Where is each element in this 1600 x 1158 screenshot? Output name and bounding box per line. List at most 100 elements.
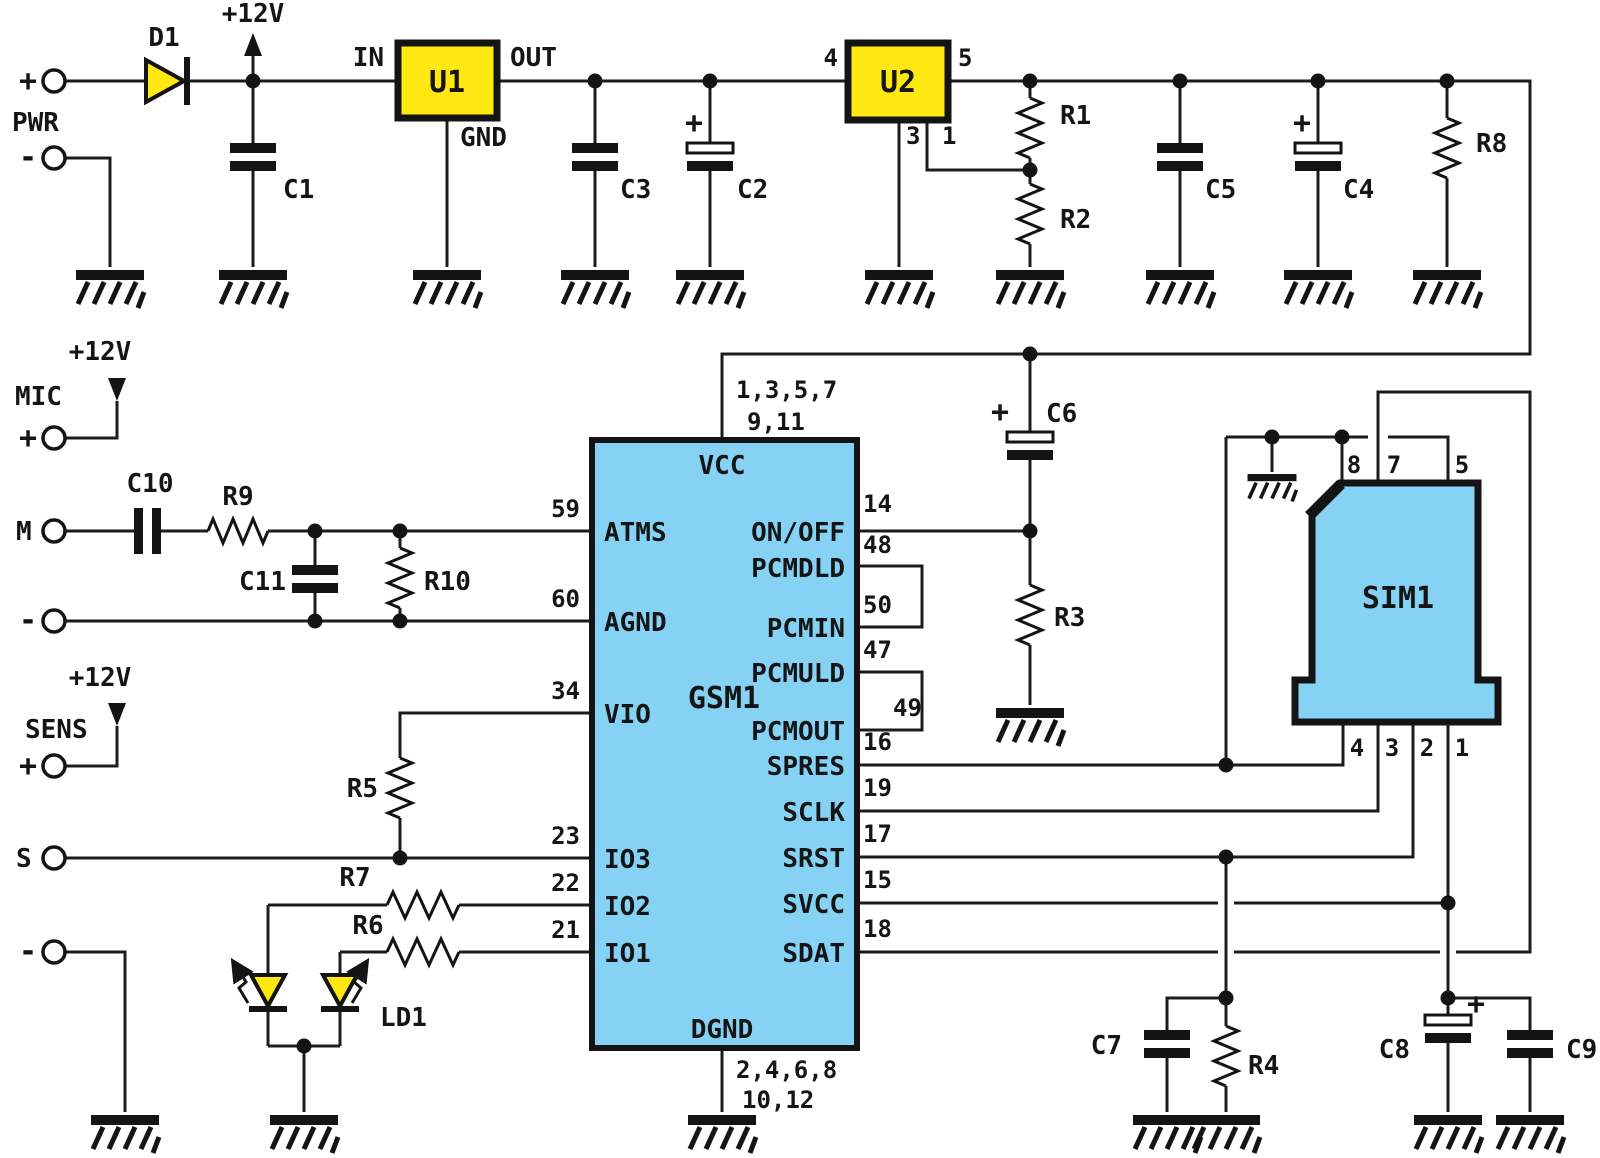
label-r7: R7	[339, 863, 370, 893]
capacitor-c5	[1157, 143, 1203, 171]
label-c4: C4	[1343, 175, 1374, 205]
terminal-sens-plus	[41, 753, 67, 779]
label-u2-pin5: 5	[958, 44, 972, 72]
pin-num-14: 14	[863, 490, 892, 518]
label-ld1: LD1	[380, 1003, 427, 1033]
ground-icon	[1192, 1115, 1260, 1153]
ground-icon	[76, 270, 144, 308]
label-gsm-vcc-pins-a: 1,3,5,7	[736, 376, 837, 404]
label-r5: R5	[347, 774, 378, 804]
diode-d1	[144, 56, 190, 106]
label-c10: C10	[127, 469, 174, 499]
label-c7: C7	[1091, 1031, 1122, 1061]
ground-icon	[996, 708, 1064, 746]
label-r9: R9	[222, 482, 253, 512]
resistor-r8	[1431, 116, 1463, 180]
pin-name-vio: VIO	[604, 700, 651, 730]
capacitor-c11	[292, 565, 338, 593]
label-u1-in: IN	[353, 43, 384, 73]
label-12v-sens: +12V	[69, 663, 132, 693]
pin-name-sdat: SDAT	[782, 939, 845, 969]
pin-name-io2: IO2	[604, 892, 651, 922]
label-d1: D1	[148, 23, 179, 53]
label-r8: R8	[1476, 129, 1507, 159]
pin-name-svcc: SVCC	[782, 890, 845, 920]
pin-name-onoff: ON/OFF	[751, 518, 845, 548]
label-u2-pin4: 4	[824, 44, 838, 72]
ic-u1-regulator	[394, 39, 501, 122]
ground-icon	[413, 270, 481, 308]
led-ld1-b	[319, 957, 370, 1012]
label-c8: C8	[1379, 1035, 1410, 1065]
label-gsm-dgnd-pins-b: 10,12	[742, 1086, 814, 1114]
ground-icon	[1413, 270, 1481, 308]
ground-icon	[91, 1115, 159, 1153]
label-c1: C1	[283, 175, 314, 205]
label-sens-plus: +	[19, 749, 37, 784]
label-r6: R6	[352, 911, 383, 941]
ic-u2-regulator	[844, 39, 952, 124]
label-c2: C2	[737, 175, 768, 205]
pin-num-23: 23	[551, 822, 580, 850]
pin-num-49: 49	[893, 694, 922, 722]
label-gsm1: GSM1	[688, 681, 760, 716]
resistor-r3	[1014, 583, 1046, 647]
ground-icon	[1496, 1115, 1564, 1153]
pin-num-48: 48	[863, 531, 892, 559]
label-c5: C5	[1205, 175, 1236, 205]
label-mic-minus: -	[19, 603, 37, 638]
label-u1: U1	[429, 65, 465, 100]
pin-name-sclk: SCLK	[782, 798, 845, 828]
wire-sim-signals	[857, 390, 1532, 954]
wire-power-rail	[65, 79, 1532, 440]
wire-pcm-loops	[857, 564, 924, 732]
label-gsm-dgnd: DGND	[691, 1015, 754, 1045]
label-sens-minus: -	[19, 934, 37, 969]
pin-name-pcmout: PCMOUT	[751, 717, 845, 747]
resistor-r5	[384, 756, 416, 820]
wire-svcc-column	[1446, 722, 1532, 1112]
pin-name-pcmin: PCMIN	[767, 614, 845, 644]
pin-name-io3: IO3	[604, 845, 651, 875]
ground-icon	[865, 270, 933, 308]
pin-num-59: 59	[551, 495, 580, 523]
pin-num-60: 60	[551, 585, 580, 613]
resistor-r4	[1210, 1024, 1242, 1088]
label-r1: R1	[1060, 101, 1091, 131]
capacitor-c7	[1144, 1030, 1190, 1058]
terminal-pwr-plus	[41, 68, 67, 94]
pin-name-spres: SPRES	[767, 752, 845, 782]
pin-name-srst: SRST	[782, 844, 845, 874]
pin-num-21: 21	[551, 916, 580, 944]
capacitor-c3	[572, 143, 618, 171]
label-c3: C3	[620, 175, 651, 205]
sim-pin-4: 4	[1350, 734, 1364, 762]
sim-pin-2: 2	[1420, 734, 1434, 762]
resistor-r10	[384, 546, 416, 610]
capacitor-c2-polarized	[685, 141, 735, 171]
pin-name-pcmuld: PCMULD	[751, 659, 845, 689]
ground-icon	[1133, 1115, 1201, 1153]
wire-pwr-minus	[65, 156, 112, 267]
pin-num-34: 34	[551, 677, 580, 705]
resistor-r9	[206, 515, 270, 547]
ground-icon	[676, 270, 744, 308]
label-c8-plus: +	[1467, 987, 1485, 1022]
label-u2: U2	[880, 65, 916, 100]
sim-notch-icon	[1305, 480, 1345, 520]
label-pwr-minus: -	[19, 140, 37, 175]
wire-u2-pins	[897, 81, 1032, 267]
led-emission-arrow-icon	[346, 957, 370, 1004]
label-gsm-vcc-pins-b: 9,11	[747, 408, 805, 436]
label-pwr: PWR	[12, 108, 59, 138]
terminal-pwr-minus	[41, 145, 67, 171]
capacitor-c1	[230, 143, 276, 171]
led-ld1-a	[230, 957, 289, 1012]
sim-pin-7: 7	[1387, 451, 1401, 479]
label-sim1: SIM1	[1362, 581, 1434, 616]
ground-icon	[219, 270, 287, 308]
pin-num-18: 18	[863, 915, 892, 943]
terminal-sens-minus	[41, 939, 67, 965]
